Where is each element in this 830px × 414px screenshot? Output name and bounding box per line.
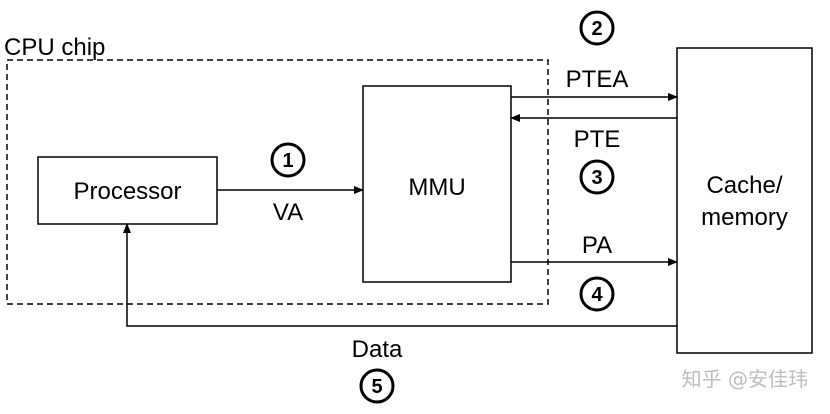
step-3-circle — [579, 159, 615, 195]
step-4-circle — [579, 276, 615, 312]
step-4-number: 4 — [591, 284, 603, 306]
mmu-box — [362, 85, 512, 283]
cpu-chip-boundary — [6, 59, 549, 305]
step-2-number: 2 — [591, 18, 602, 40]
step-1-number: 1 — [282, 150, 293, 172]
mmu-label: MMU — [408, 174, 465, 201]
step-3-number: 3 — [591, 167, 602, 189]
cache-memory-label-line1: Cache/ — [706, 172, 782, 199]
step-5-number: 5 — [371, 376, 382, 398]
va-label: VA — [273, 199, 303, 226]
pte-label: PTE — [574, 126, 621, 153]
pa-label: PA — [582, 232, 612, 259]
watermark-text: 知乎 @安佳玮 — [682, 367, 808, 391]
ptea-label: PTEA — [566, 66, 629, 93]
data-label: Data — [352, 336, 403, 363]
cache-memory-box — [676, 47, 813, 354]
cache-memory-label-line2: memory — [701, 204, 788, 231]
processor-label: Processor — [73, 178, 181, 205]
cpu-chip-label: CPU chip — [4, 34, 105, 61]
step-2-circle — [579, 10, 615, 46]
step-1-circle — [270, 142, 306, 178]
step-5-circle — [359, 368, 395, 404]
data-arrow — [123, 223, 677, 327]
